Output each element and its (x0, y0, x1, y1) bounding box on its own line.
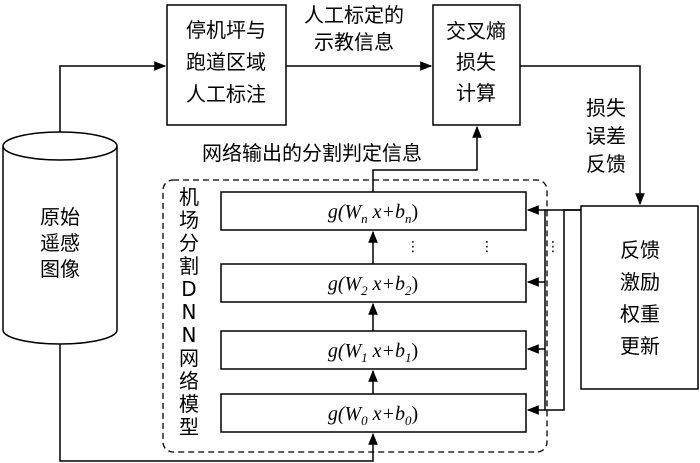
loss-line-3: 计算 (456, 81, 496, 105)
layer-1-box: g(W1 x+b1) (220, 330, 527, 370)
source-line-1: 原始 (40, 205, 80, 229)
model-label-char-6: N (182, 300, 197, 324)
model-label-char-11: 型 (179, 415, 199, 439)
layer-2-w-sub: 2 (361, 283, 368, 298)
layer-0-formula: g(W0 x+b0) (328, 403, 418, 428)
layer-n-formula: g(Wn x+bn) (328, 201, 418, 226)
loss-line-2: 损失 (456, 50, 496, 74)
loss-to-update-arrow (520, 65, 645, 206)
update-line-3: 权重 (620, 302, 660, 326)
layer-2-formula: g(W2 x+b2) (328, 273, 418, 298)
source-to-annotation-arrow (59, 61, 167, 132)
annotation-box: 停机坪与 跑道区域 人工标注 (166, 4, 287, 126)
ellipsis-mark-2: ⋮ (480, 239, 494, 255)
feedback-label-line-1: 损失 (586, 96, 626, 120)
update-line-4: 更新 (620, 334, 660, 358)
model-label-char-1: 机 (179, 185, 199, 209)
update-line-1: 反馈 (620, 238, 660, 262)
feedback-label-line-2: 误差 (586, 124, 626, 148)
loss-line-1: 交叉熵 (446, 19, 506, 43)
ellipsis-mark-1: ⋮ (406, 239, 420, 255)
layer-2-b-sub: 2 (405, 283, 412, 298)
source-image-cylinder: 原始 遥感 图像 (2, 131, 118, 345)
feedback-to-layer0-arrow (526, 209, 581, 415)
layer-2-box: g(W2 x+b2) (220, 263, 527, 303)
layer-0-w-sub: 0 (361, 413, 368, 428)
layer-0-box: g(W0 x+b0) (220, 393, 527, 433)
model-label-char-8: 网 (179, 346, 199, 370)
network-output-to-loss-arrow (372, 125, 482, 192)
layer-n-b-sub: n (405, 211, 412, 226)
layer-n-box: g(Wn x+bn) (220, 191, 527, 231)
dnn-model-container (162, 179, 548, 453)
layer-1-formula: g(W1 x+b1) (328, 340, 418, 365)
dnn-model-vertical-label: 机 场 分 割 D N N 网 络 模 型 (179, 185, 199, 439)
annotation-line-3: 人工标注 (186, 82, 266, 106)
update-line-2: 激励 (620, 270, 660, 294)
model-label-char-2: 场 (179, 208, 199, 232)
layer-n-w-sub: n (361, 211, 368, 226)
layer-0-b-sub: 0 (405, 413, 412, 428)
feedback-label-line-3: 反馈 (586, 152, 626, 176)
model-label-char-4: 割 (179, 254, 199, 278)
ellipsis-mark-3: ⋮ (546, 239, 560, 255)
layer-1-b-sub: 1 (405, 350, 412, 365)
loss-box: 交叉熵 损失 计算 (432, 4, 521, 126)
model-label-char-7: N (182, 323, 197, 347)
annotation-line-1: 停机坪与 (186, 18, 266, 42)
layer-1-w-sub: 1 (361, 350, 368, 365)
teaching-label-line-2: 示教信息 (314, 30, 394, 54)
model-label-char-9: 络 (179, 369, 199, 393)
source-line-3: 图像 (40, 257, 80, 281)
weight-update-box: 反馈 激励 权重 更新 (580, 205, 699, 390)
source-to-layer0-arrow (59, 344, 378, 462)
model-label-char-10: 模 (179, 392, 199, 416)
model-label-char-5: D (181, 277, 196, 301)
teaching-label-line-1: 人工标定的 (304, 3, 404, 27)
model-label-char-3: 分 (179, 231, 199, 255)
annotation-line-2: 跑道区域 (186, 50, 266, 74)
source-line-2: 遥感 (40, 231, 80, 255)
network-output-label: 网络输出的分割判定信息 (202, 141, 422, 165)
